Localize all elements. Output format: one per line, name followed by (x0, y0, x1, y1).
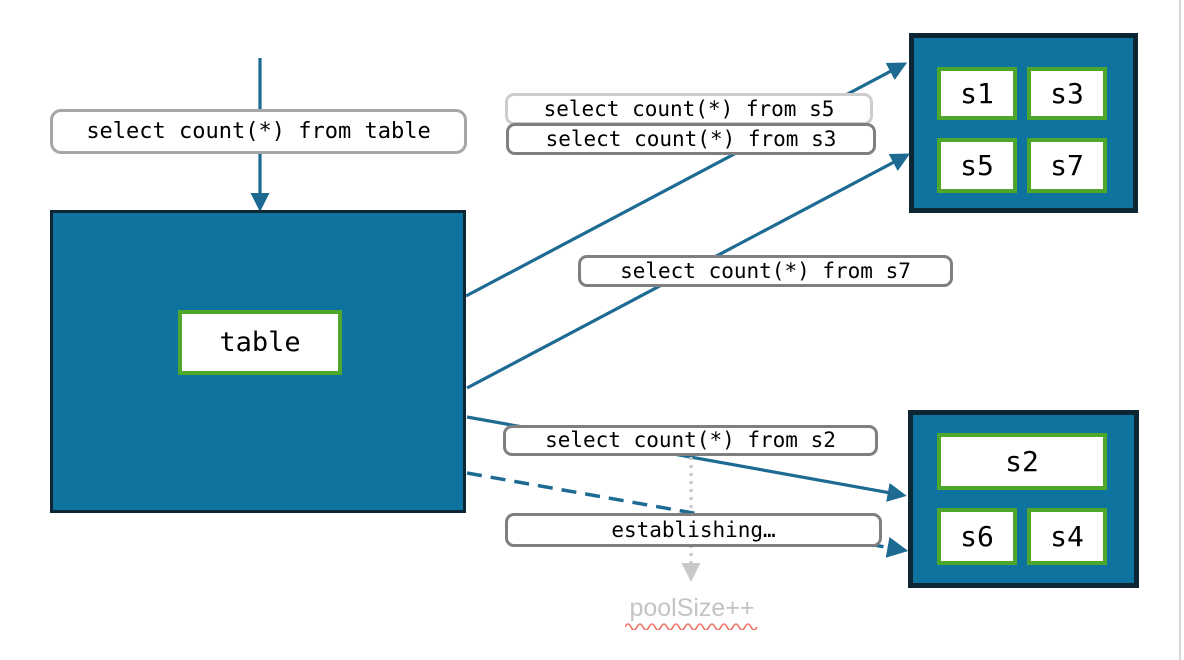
query-label-table-text: select count(*) from table (86, 118, 431, 144)
shard-node-s7: s7 (1027, 138, 1107, 193)
poolsize-annotation: poolSize++ (617, 596, 767, 630)
status-label-establishing: establishing… (505, 513, 882, 547)
shard-node-s3: s3 (1027, 67, 1107, 120)
query-label-s5-text: select count(*) from s5 (543, 96, 835, 121)
spellcheck-squiggle (625, 623, 758, 630)
query-label-s2: select count(*) from s2 (503, 425, 878, 456)
query-label-s5: select count(*) from s5 (505, 93, 873, 125)
shard-node-s6: s6 (937, 508, 1017, 565)
query-label-s3: select count(*) from s3 (506, 123, 876, 155)
poolsize-annotation-text: poolSize++ (629, 594, 755, 622)
slide-edge-line (1179, 0, 1181, 660)
query-label-s7: select count(*) from s7 (578, 255, 953, 287)
shard-node-s7-label: s7 (1050, 148, 1084, 182)
shard-node-s5-label: s5 (960, 148, 994, 182)
query-label-s7-text: select count(*) from s7 (620, 258, 911, 283)
shard-node-s1: s1 (937, 67, 1017, 120)
query-label-s3-text: select count(*) from s3 (545, 126, 837, 151)
shard-node-s2-label: s2 (1005, 444, 1039, 478)
shard-node-s1-label: s1 (960, 76, 994, 110)
shard-node-s4-label: s4 (1050, 519, 1084, 553)
query-label-s2-text: select count(*) from s2 (545, 428, 836, 452)
status-label-establishing-text: establishing… (611, 517, 776, 542)
shard-node-s6-label: s6 (960, 519, 994, 553)
shard-node-s3-label: s3 (1050, 76, 1084, 110)
shard-node-s2: s2 (937, 433, 1107, 490)
table-node: table (178, 310, 342, 375)
shard-node-s5: s5 (937, 138, 1017, 193)
shard-node-s4: s4 (1027, 508, 1107, 565)
table-node-label: table (219, 327, 301, 358)
query-label-table: select count(*) from table (50, 109, 467, 154)
